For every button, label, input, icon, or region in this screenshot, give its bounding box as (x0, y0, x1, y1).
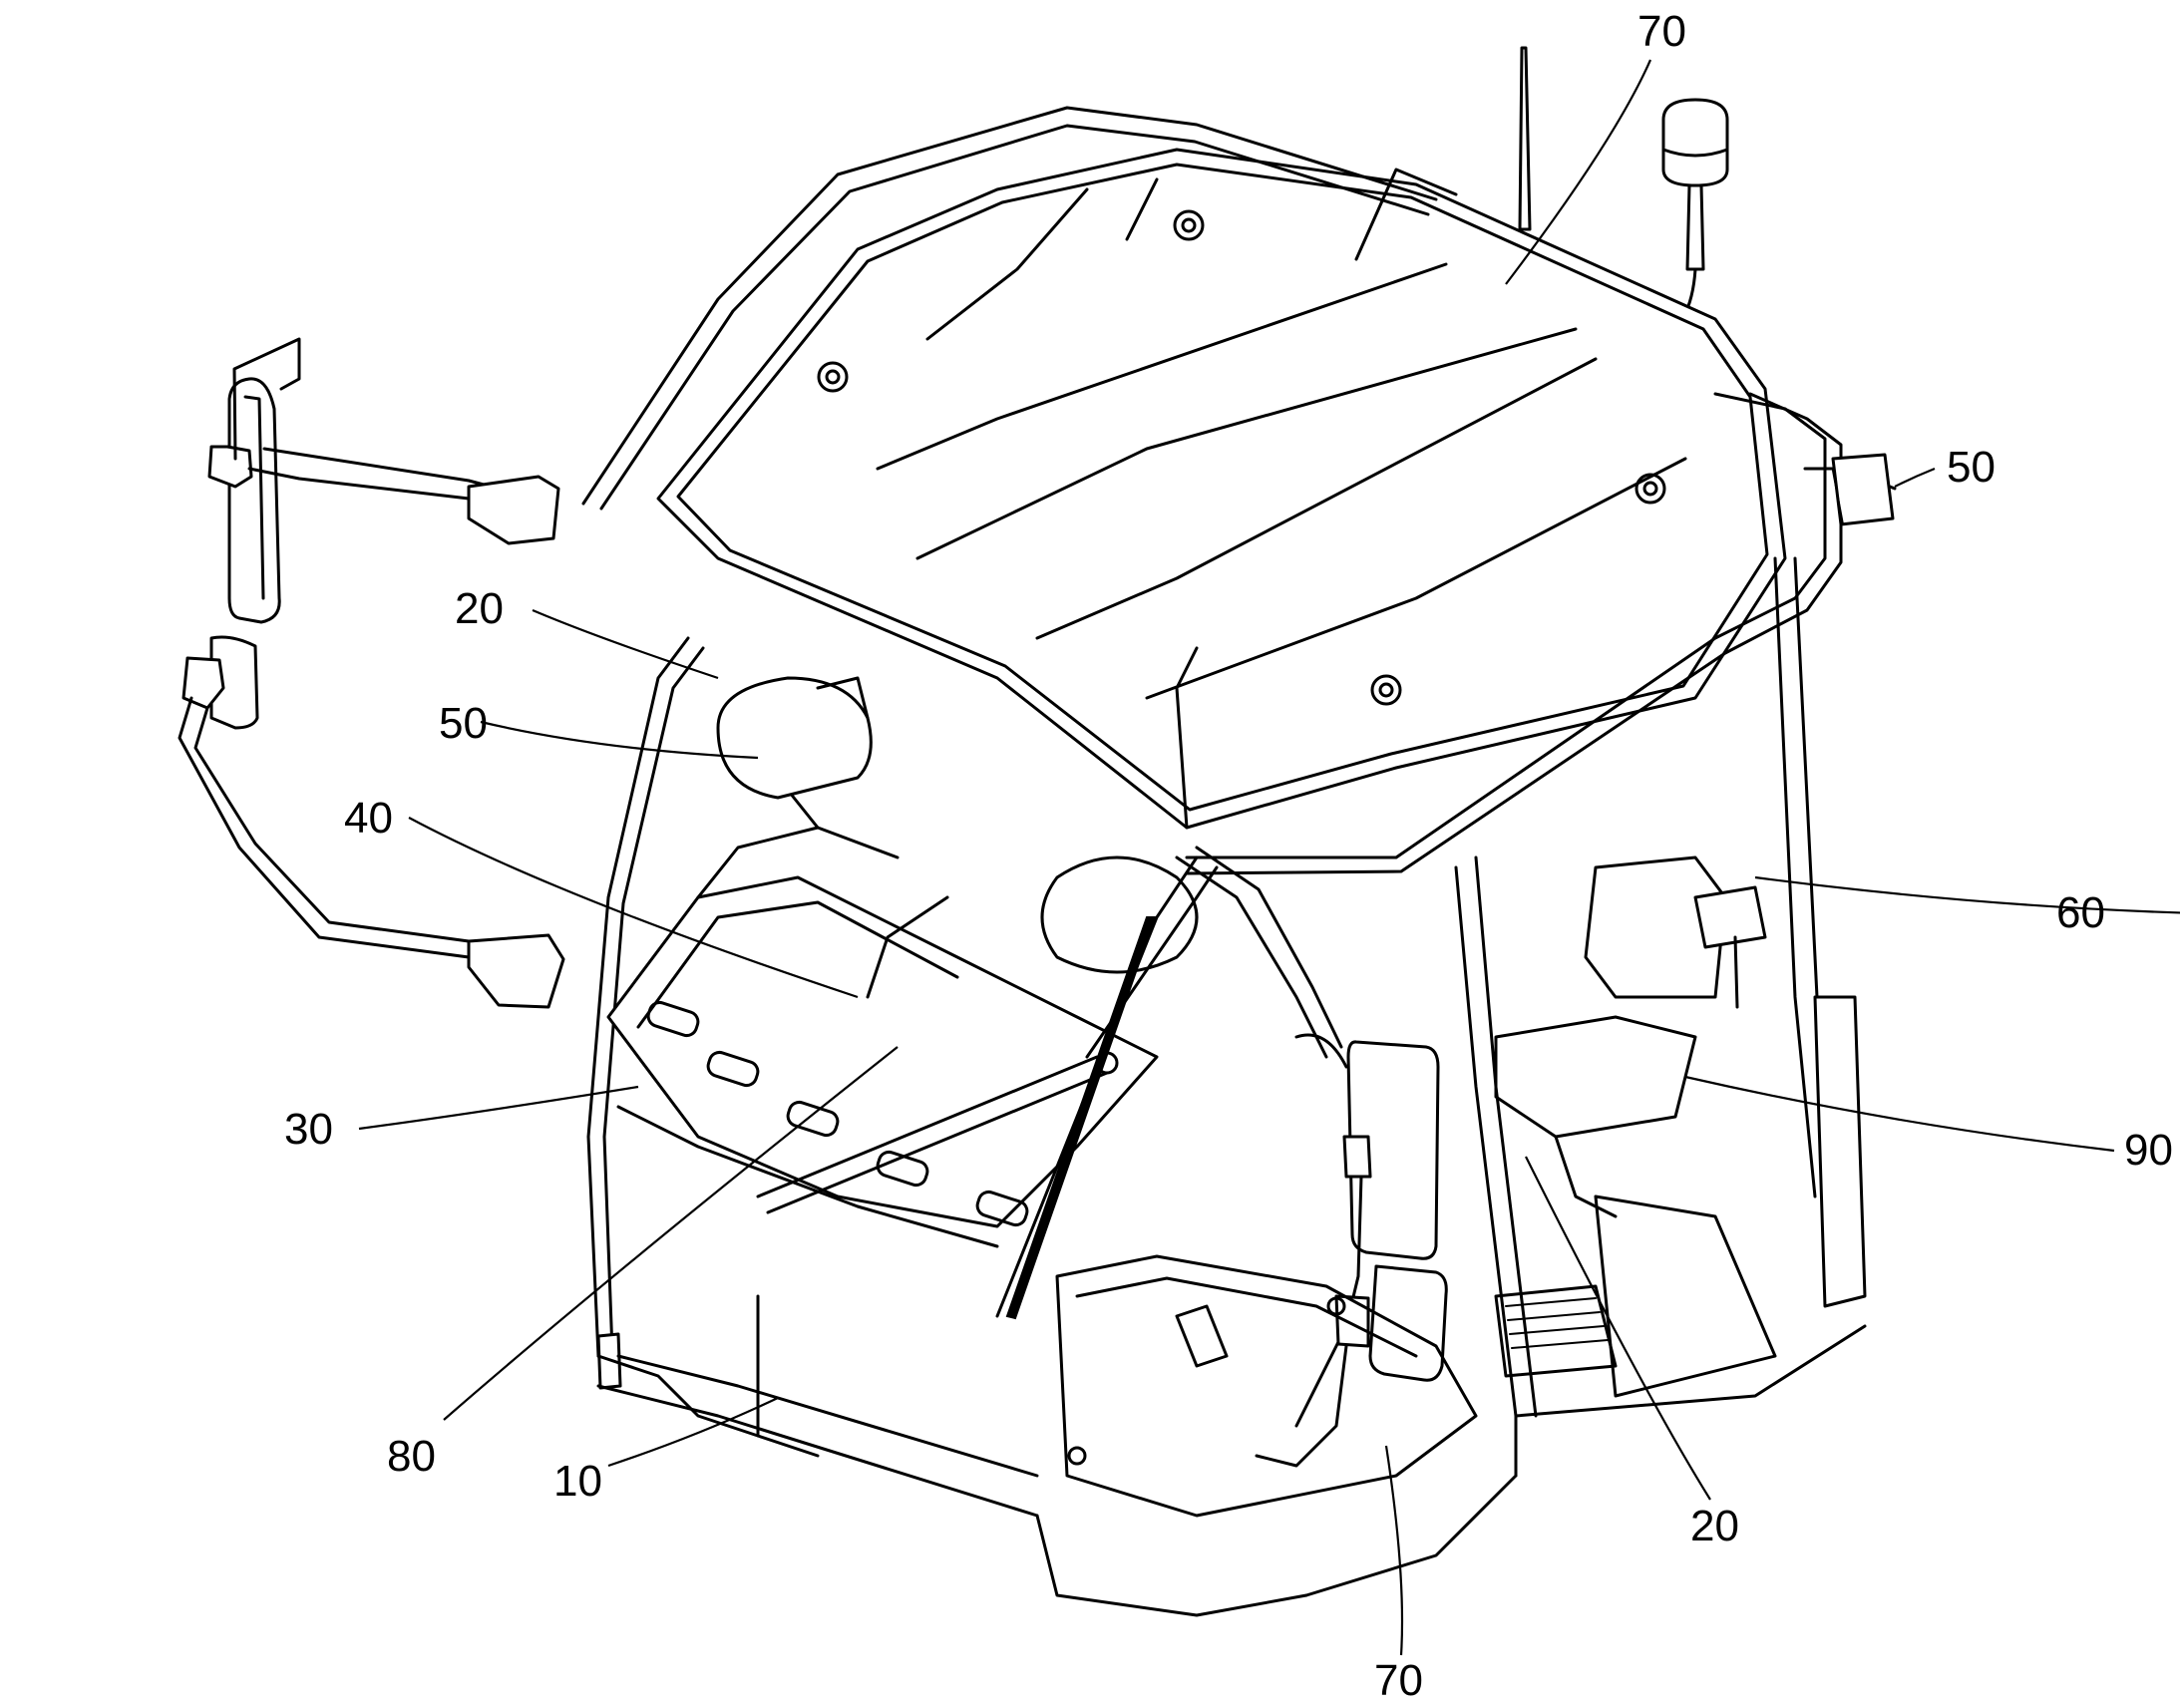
left-mirror (178, 337, 565, 1009)
operator-seat (1494, 855, 1727, 1218)
roof-rail (581, 106, 1897, 875)
leader-lines (358, 59, 2180, 1656)
vent-grilles (646, 1000, 1029, 1227)
callout-20-bottom: 20 (1690, 1502, 1739, 1550)
side-window-frame (1055, 1254, 1478, 1518)
callout-10: 10 (553, 1457, 602, 1506)
callout-70-top: 70 (1637, 7, 1686, 56)
callout-50-right: 50 (1947, 443, 1996, 492)
roof-beacon-mount-right (1831, 453, 1895, 526)
antenna (1518, 46, 1532, 231)
lower-frame (596, 1294, 1518, 1617)
callout-90: 90 (2124, 1126, 2173, 1175)
dashboard-console (606, 766, 1159, 1248)
right-mirror (1255, 1033, 1448, 1468)
roof-bolts (817, 209, 1666, 706)
callout-80: 80 (387, 1432, 436, 1481)
beacon-light (1661, 98, 1729, 319)
front-door-frame (586, 636, 1039, 1518)
callout-40: 40 (344, 794, 393, 843)
step-plate (1494, 1284, 1618, 1378)
wipers (756, 855, 1219, 1320)
callout-20-left: 20 (455, 584, 504, 633)
right-body-panels (1454, 855, 1867, 1478)
roof-panel (656, 148, 1787, 830)
sun-visor-left (716, 676, 873, 800)
callout-50-left: 50 (439, 699, 488, 748)
callout-labels: 70 50 20 50 40 60 30 90 80 10 20 70 (284, 7, 2173, 1705)
callout-60: 60 (2056, 888, 2105, 937)
callout-30: 30 (284, 1105, 333, 1154)
steering-column (1040, 846, 1343, 1059)
rear-posts (1773, 556, 1867, 1308)
callout-70-bottom: 70 (1374, 1656, 1423, 1705)
armrest-controls (1693, 885, 1767, 1009)
